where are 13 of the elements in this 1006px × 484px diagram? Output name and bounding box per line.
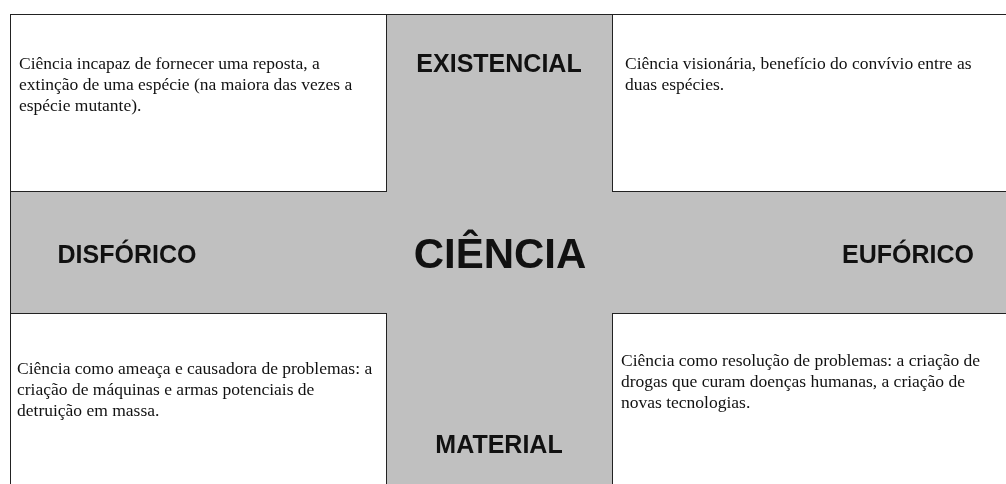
text-box (612, 14, 1006, 192)
axis-label: MATERIAL (435, 429, 563, 459)
text-box (612, 313, 1006, 484)
center-title: CIÊNCIA (413, 230, 587, 278)
box-text: Ciência incapaz de fornecer uma reposta, a extinção de uma espécie (na maiora das vezes a espécie mutante). (19, 53, 354, 116)
box-text: Ciência como resolução de problemas: a criação de drogas que curam doenças humanas, a criação de novas tecnologias. (621, 350, 982, 413)
text-box (10, 14, 387, 192)
text-box (10, 313, 387, 484)
axis-label: EUFÓRICO (842, 239, 974, 269)
box-text: Ciência como ameaça e causadora de problemas: a criação de máquinas e armas potenciais de detruição em massa. (17, 358, 374, 421)
axis-label: DISFÓRICO (57, 239, 197, 269)
axis-label: EXISTENCIAL (416, 48, 582, 78)
box-text: Ciência visionária, benefício do convívio entre as duas espécies. (625, 53, 973, 95)
